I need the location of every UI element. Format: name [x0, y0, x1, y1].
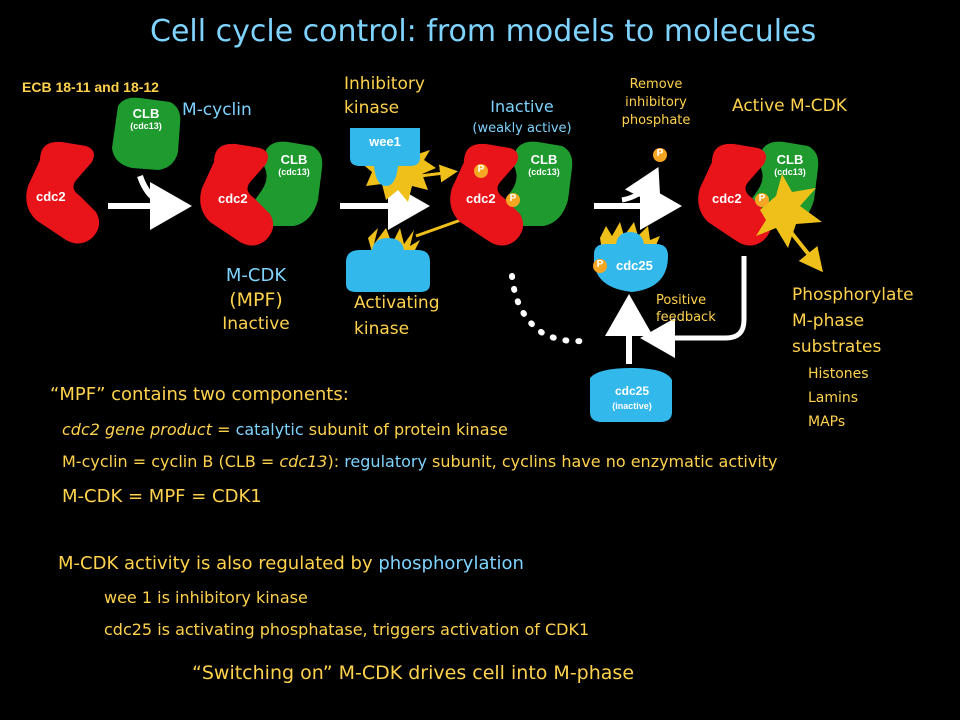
- substrate-item: Histones: [808, 366, 869, 382]
- clb-label: CLB(cdc13): [130, 106, 162, 131]
- cdc2-label: cdc2: [712, 191, 742, 206]
- reference-label: ECB 18-11 and 18-12: [22, 79, 159, 95]
- wee1-label: wee1: [369, 134, 401, 149]
- binding-arrow: [137, 174, 179, 209]
- cdc25-active-label: cdc25: [616, 258, 653, 273]
- note-mpf-components: “MPF” contains two components:: [50, 384, 349, 405]
- p-badge: [653, 148, 667, 162]
- cdc25-inactive: [590, 368, 672, 422]
- substrate-list: Histones Lamins MAPs: [808, 362, 869, 434]
- active-mcdk-complex: [698, 141, 822, 248]
- page-title: Cell cycle control: from models to molec…: [150, 14, 817, 49]
- p-label: P: [509, 193, 517, 204]
- cdc2-label: cdc2: [36, 189, 66, 204]
- note-m-cyclin: M-cyclin = cyclin B (CLB = cdc13): regul…: [62, 452, 778, 471]
- active-mcdk-label: Active M-CDK: [732, 96, 847, 116]
- note-cdc25: cdc25 is activating phosphatase, trigger…: [104, 620, 590, 639]
- activating-kinase: [346, 228, 430, 292]
- clb-label: CLB(cdc13): [528, 152, 560, 177]
- p-label: P: [477, 164, 485, 175]
- dotted-path: [509, 273, 593, 345]
- cdc25-inactive-label: cdc25(inactive): [612, 384, 652, 411]
- substrate-item: Lamins: [808, 390, 859, 406]
- p-badge: [755, 193, 769, 207]
- p-badge: [474, 164, 488, 178]
- p-badge: [506, 193, 520, 207]
- substrate-item: MAPs: [808, 414, 846, 430]
- clb-free: [112, 97, 181, 170]
- p-label: P: [656, 148, 664, 159]
- note-mcdk-equals: M-CDK = MPF = CDK1: [62, 486, 262, 507]
- note-wee1: wee 1 is inhibitory kinase: [104, 588, 308, 607]
- m-cyclin-label: M-cyclin: [182, 100, 252, 120]
- mcdk-inactive-complex: [200, 141, 323, 246]
- cdc2-label: cdc2: [466, 191, 496, 206]
- release-arrow: [621, 167, 661, 208]
- wee1-kinase: [350, 128, 436, 202]
- feedback-arrow: [640, 256, 747, 358]
- mcdk-inactive-label: M-CDK (MPF) Inactive: [222, 265, 290, 334]
- cdc2-label: cdc2: [218, 191, 248, 206]
- note-regulation: M-CDK activity is also regulated by phos…: [58, 553, 524, 574]
- clb-label: CLB(cdc13): [278, 152, 310, 177]
- cdc25-active: [594, 222, 668, 292]
- note-switching: “Switching on” M-CDK drives cell into M-…: [192, 662, 635, 684]
- p-badge: [593, 259, 607, 273]
- note-cdc2: cdc2 gene product = catalytic subunit of…: [62, 420, 508, 439]
- inactive-label: Inactive(weakly active): [472, 97, 572, 136]
- cdc2-free: [26, 141, 100, 244]
- substrate-arrow: [784, 224, 823, 273]
- mcdk-phospho-complex: [450, 141, 573, 246]
- p-label: P: [758, 193, 766, 204]
- wee1-arrow: [419, 164, 458, 183]
- p-label: P: [596, 259, 604, 270]
- clb-label: CLB(cdc13): [774, 152, 806, 177]
